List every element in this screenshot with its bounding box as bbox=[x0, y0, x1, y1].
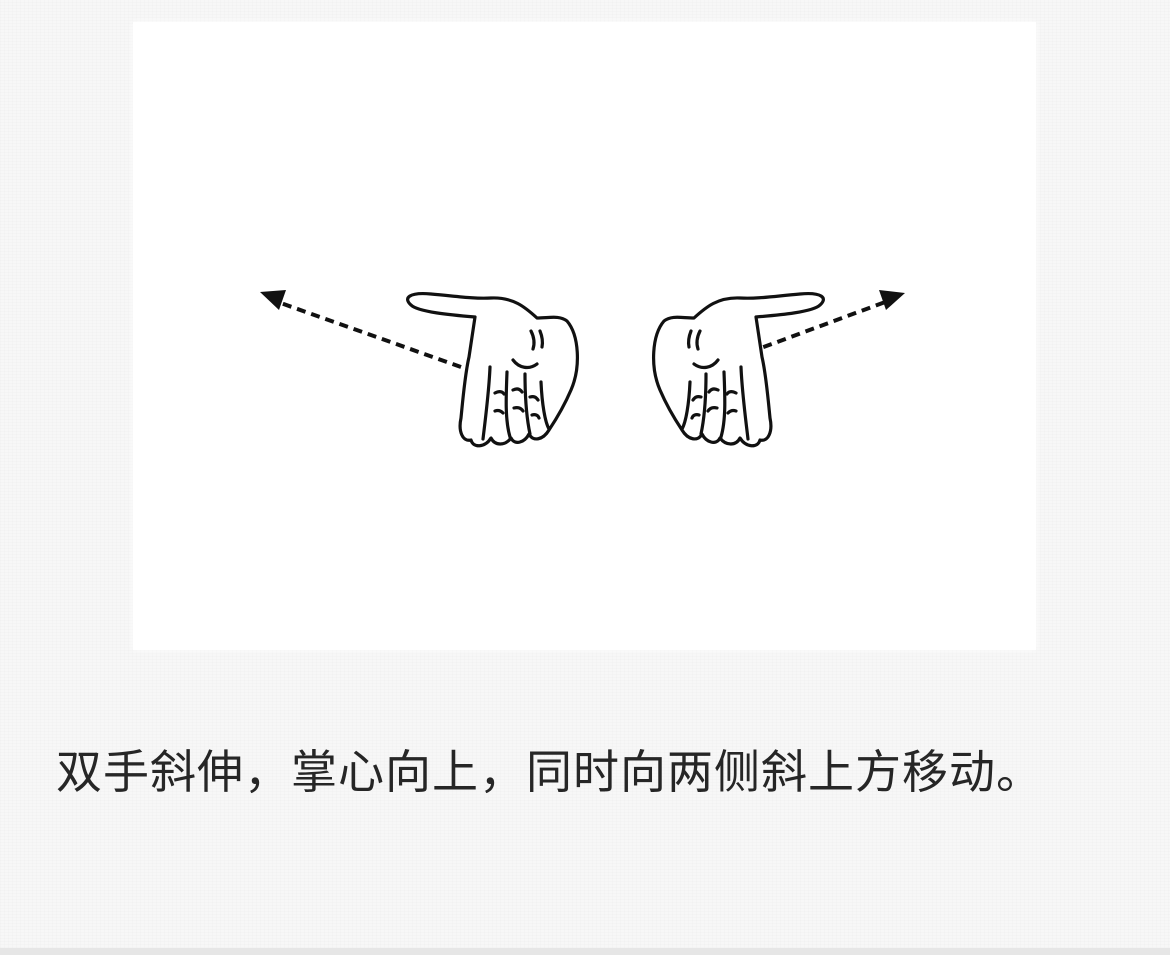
left-hand-icon bbox=[406, 292, 579, 448]
instruction-caption: 双手斜伸，掌心向上，同时向两侧斜上方移动。 bbox=[56, 745, 1043, 799]
illustration-card bbox=[133, 22, 1036, 650]
right-hand-icon bbox=[652, 292, 825, 448]
left-arrow-icon bbox=[260, 290, 462, 369]
bottom-divider bbox=[0, 948, 1170, 955]
sign-illustration bbox=[260, 290, 905, 448]
